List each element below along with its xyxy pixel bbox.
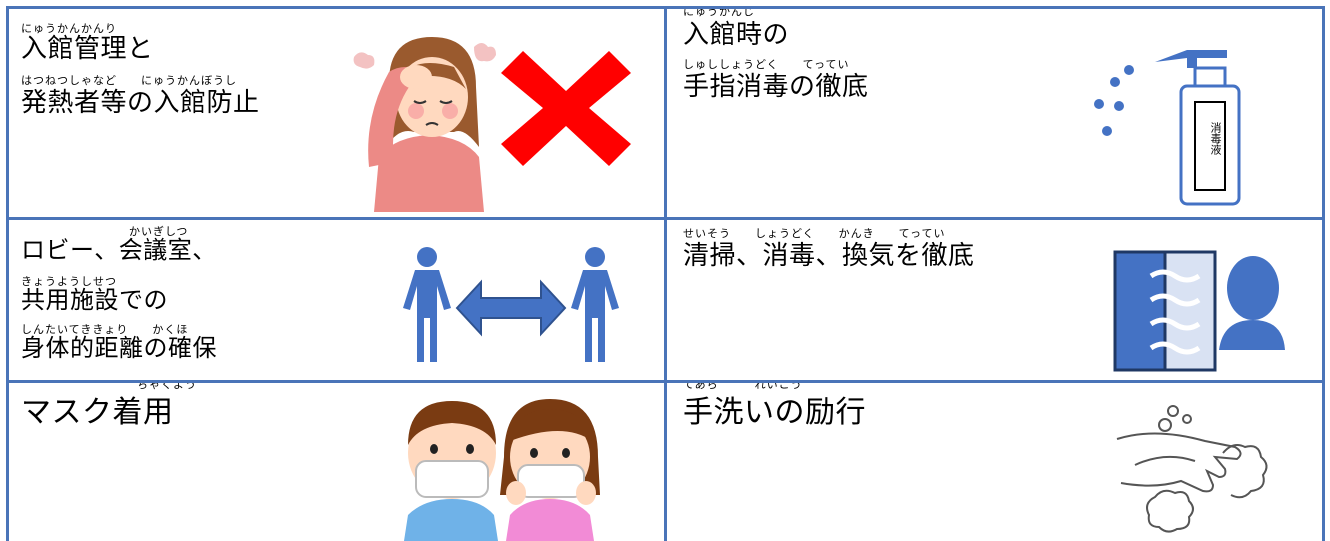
- masked-children-icon: [404, 399, 600, 541]
- cell-title: 入館時の: [683, 20, 790, 50]
- cell-title: 手指消毒の徹底: [683, 72, 869, 102]
- ruby-line: はつねつしゃなど にゅうかんぼうし: [21, 74, 237, 87]
- bottle-label: 消毒液: [1209, 122, 1222, 155]
- cell-title: 入館管理と: [21, 34, 154, 64]
- cell-social-distance: かいぎしつ ロビー、会議室、 きょうようしせつ 共用施設での しんたいてききょり…: [9, 220, 664, 380]
- cell-title: 手洗いの励行: [683, 395, 866, 430]
- window-ventilation-icon: [1113, 250, 1285, 372]
- ruby-line: かいぎしつ: [129, 225, 189, 238]
- cell-title: 清掃、消毒、換気を徹底: [683, 241, 975, 271]
- cell-entry-control: にゅうかんかんり 入館管理と はつねつしゃなど にゅうかんぼうし 発熱者等の入館…: [9, 9, 664, 217]
- cell-handwash: てあら れいこう 手洗いの励行: [667, 383, 1322, 541]
- ruby-line: せいそう しょうどく かんき てってい: [683, 227, 946, 240]
- border-middle: [664, 6, 667, 541]
- ruby-line: にゅうかんかんり: [21, 22, 117, 35]
- cell-mask: ちゃくよう マスク着用: [9, 383, 664, 541]
- ruby-line: にゅうかんじ: [683, 9, 755, 18]
- ruby-line: ちゃくよう: [137, 383, 197, 391]
- sick-woman-icon: [353, 37, 496, 212]
- ruby-line: しんたいてききょり かくほ: [21, 323, 189, 336]
- ruby-line: てあら れいこう: [683, 383, 803, 391]
- ruby-line: きょうようしせつ: [21, 275, 117, 288]
- border-left: [6, 6, 9, 541]
- cell-title: マスク着用: [21, 395, 174, 430]
- cell-title: 発熱者等の入館防止: [21, 88, 260, 118]
- cell-title: 共用施設での: [21, 286, 168, 314]
- two-people-distance-icon: [403, 247, 619, 362]
- cell-clean-ventilate: せいそう しょうどく かんき てってい 清掃、消毒、換気を徹底: [667, 220, 1322, 380]
- cell-hand-disinfect: にゅうかんじ 入館時の しゅししょうどく てってい 手指消毒の徹底 消毒液: [667, 9, 1322, 217]
- cell-title: ロビー、会議室、: [21, 236, 217, 264]
- red-cross-icon: [501, 51, 631, 166]
- border-right: [1322, 6, 1325, 541]
- handwash-icon: [1116, 405, 1268, 533]
- ruby-line: しゅししょうどく てってい: [683, 58, 850, 71]
- disinfectant-bottle-icon: [1094, 50, 1241, 206]
- cell-title: 身体的距離の確保: [21, 334, 217, 362]
